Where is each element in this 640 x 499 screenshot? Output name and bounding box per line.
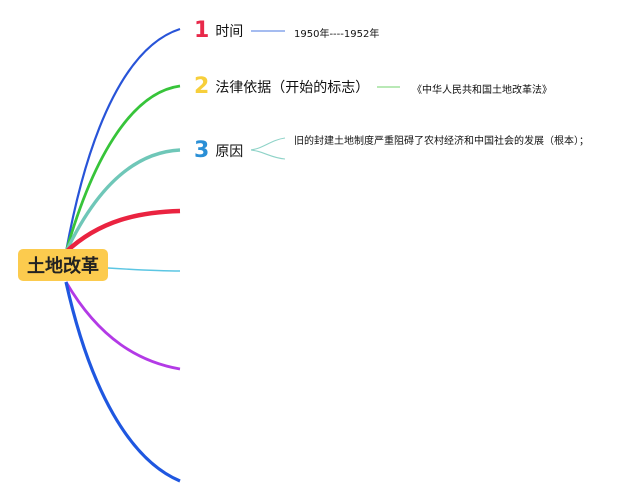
connector-branch-6	[64, 281, 181, 371]
detail-reason: 旧的封建土地制度严重阻碍了农村经济和中国社会的发展（根本）；	[294, 136, 589, 147]
connector-branch-4	[64, 208, 181, 254]
branch-label-reason: 原因	[215, 144, 244, 160]
branch-label-time: 时间	[215, 24, 244, 40]
connector-branch-1	[64, 27, 181, 253]
connector-branch-2	[64, 84, 181, 253]
root-node[interactable]: 土地改革	[18, 249, 108, 281]
connector-branch-3	[64, 148, 181, 253]
connector-detail-3b	[247, 149, 286, 160]
connector-branch-7	[64, 281, 181, 483]
connector-branch-5	[107, 267, 181, 272]
number-2-icon: 2	[194, 74, 210, 99]
detail-legal-basis: 《中华人民共和国土地改革法》	[412, 85, 552, 96]
number-3-icon: 3	[194, 138, 210, 163]
branch-node-legal-basis[interactable]: 2 法律依据（开始的标志）	[190, 73, 378, 101]
branch-label-legal-basis: 法律依据（开始的标志）	[215, 80, 370, 96]
root-label: 土地改革	[27, 256, 99, 277]
connector-detail-3a	[247, 137, 286, 151]
branch-node-reason[interactable]: 3 原因	[190, 137, 252, 165]
branch-node-time[interactable]: 1 时间	[190, 17, 252, 45]
detail-time: 1950年----1952年	[294, 29, 380, 40]
number-1-icon: 1	[194, 18, 210, 43]
